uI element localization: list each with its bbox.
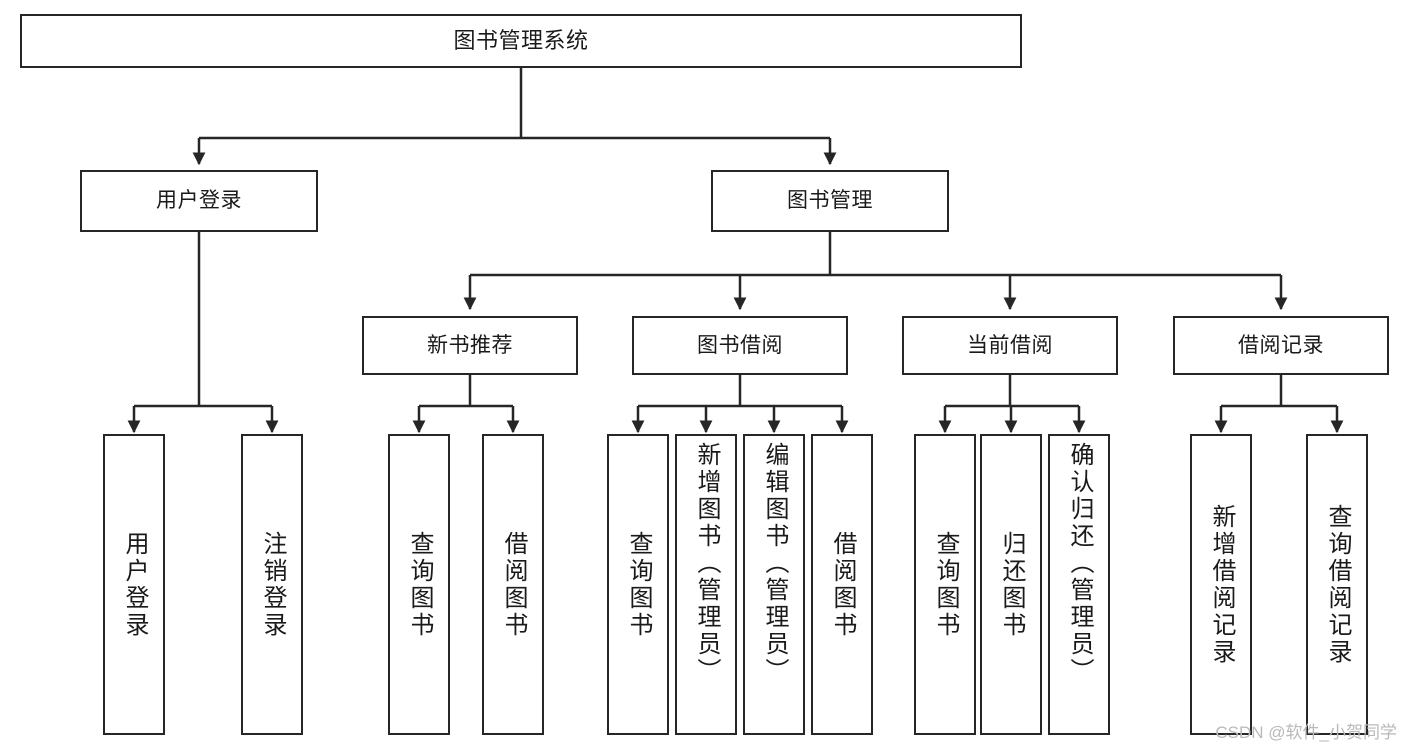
node-book-management[interactable]: 图书管理 [711, 170, 949, 232]
leaf-new-book-borrow-book[interactable]: 借阅图书 [482, 434, 544, 735]
node-label: 注销登录 [259, 530, 286, 639]
node-book-borrow[interactable]: 图书借阅 [632, 316, 848, 375]
leaf-book-borrow-add-book-admin[interactable]: 新增图书（管理员） [675, 434, 737, 735]
node-label: 编辑图书（管理员） [761, 442, 788, 685]
node-borrow-record[interactable]: 借阅记录 [1173, 316, 1389, 375]
leaf-current-borrow-return-book[interactable]: 归还图书 [980, 434, 1042, 735]
leaf-book-borrow-edit-book-admin[interactable]: 编辑图书（管理员） [743, 434, 805, 735]
leaf-user-login-login[interactable]: 用户登录 [103, 434, 165, 735]
leaf-borrow-record-query-record[interactable]: 查询借阅记录 [1306, 434, 1368, 735]
leaf-book-borrow-borrow-book[interactable]: 借阅图书 [811, 434, 873, 735]
leaf-user-login-logout[interactable]: 注销登录 [241, 434, 303, 735]
node-root-book-management-system[interactable]: 图书管理系统 [20, 14, 1022, 68]
node-label: 借阅图书 [829, 530, 856, 639]
leaf-new-book-query-book[interactable]: 查询图书 [388, 434, 450, 735]
node-label: 新增图书（管理员） [693, 442, 720, 685]
node-label: 用户登录 [121, 530, 148, 639]
node-label: 图书管理 [787, 189, 873, 213]
node-label: 当前借阅 [967, 333, 1053, 357]
node-label: 归还图书 [998, 530, 1025, 639]
leaf-book-borrow-query-book[interactable]: 查询图书 [607, 434, 669, 735]
node-label: 查询图书 [625, 530, 652, 639]
node-label: 新增借阅记录 [1208, 503, 1235, 666]
node-label: 新书推荐 [427, 333, 513, 357]
leaf-current-borrow-confirm-return-admin[interactable]: 确认归还（管理员） [1048, 434, 1110, 735]
leaf-borrow-record-add-record[interactable]: 新增借阅记录 [1190, 434, 1252, 735]
node-label: 查询图书 [406, 530, 433, 639]
node-new-book-recommend[interactable]: 新书推荐 [362, 316, 578, 375]
node-label: 用户登录 [156, 189, 242, 213]
node-label: 图书借阅 [697, 333, 783, 357]
node-user-login[interactable]: 用户登录 [80, 170, 318, 232]
node-label: 查询图书 [932, 530, 959, 639]
leaf-current-borrow-query-book[interactable]: 查询图书 [914, 434, 976, 735]
node-label: 查询借阅记录 [1324, 503, 1351, 666]
node-label: 借阅图书 [500, 530, 527, 639]
node-label: 借阅记录 [1238, 333, 1324, 357]
node-label: 确认归还（管理员） [1066, 442, 1093, 685]
node-current-borrow[interactable]: 当前借阅 [902, 316, 1118, 375]
watermark: CSDN @软件_小贺同学 [1215, 723, 1397, 742]
node-label: 图书管理系统 [453, 27, 589, 53]
